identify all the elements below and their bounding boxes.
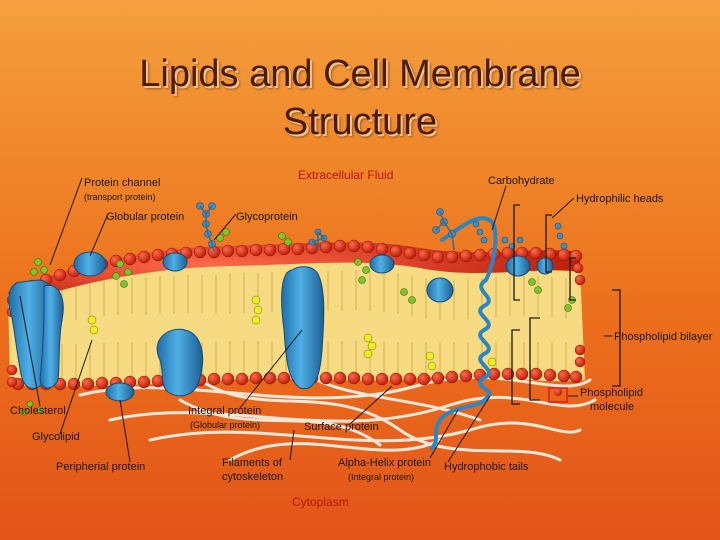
glycoprotein-label: Glycoprotein: [236, 211, 298, 223]
title-line-2: Structure: [282, 101, 438, 143]
phospholipid-molecule-head: [554, 388, 562, 396]
surface-globule-4: [505, 255, 531, 277]
carbohydrate-stems: [199, 205, 455, 253]
carbohydrate-label: Carbohydrate: [488, 175, 555, 187]
alpha-helix-protein: [430, 216, 498, 450]
surface-globule-3: [426, 277, 454, 303]
pointer-lines: [19, 177, 612, 463]
surface-protein-label: Surface protein: [304, 421, 379, 433]
extracellular-label: Extracellular Fluid: [298, 168, 393, 182]
alpha-helix-label: Alpha-Helix protein: [338, 457, 431, 469]
globular-protein: [73, 251, 107, 277]
glycolipid-label: Glycolipid: [32, 431, 80, 443]
bracket-lines: [511, 204, 621, 405]
protein-channel-sublabel: (transport protein): [84, 192, 156, 202]
integral-protein-label: Integral protein: [188, 405, 261, 417]
hydrophilic-heads-label: Hydrophilic heads: [576, 193, 664, 205]
integral-channel-protein: [281, 266, 325, 390]
integral-globular-protein: [156, 328, 204, 397]
hydrophobic-tails-label: Hydrophobic tails: [444, 461, 529, 473]
title-line-1: Lipids and Cell Membrane: [139, 53, 581, 95]
integral-protein-sublabel: (Globular protein): [190, 420, 260, 430]
surface-globule-5: [536, 257, 554, 275]
peripheral-protein: [105, 382, 135, 402]
slide-title: Lipids and Cell Membrane Structure: [0, 50, 720, 146]
phospholipid-molecule-label-2: molecule: [590, 401, 634, 413]
cytoplasm-label: Cytoplasm: [292, 495, 349, 509]
phospholipid-bilayer-label: Phospholipid bilayer: [614, 331, 713, 343]
protein-channel-label: Protein channel: [84, 177, 160, 189]
globular-protein-label: Globular protein: [106, 211, 184, 223]
glycolipid-chains: [20, 228, 576, 416]
filaments-label-1: Filaments of: [222, 457, 283, 469]
peripheral-protein-label: Peripherial protein: [56, 461, 145, 473]
phospholipid-molecule-label-1: Phospholipid: [580, 387, 643, 399]
filaments-label-2: cytoskeleton: [222, 471, 283, 483]
cholesterol-label: Cholesterol: [10, 405, 66, 417]
surface-globule-2: [369, 254, 395, 274]
carbohydrate-chains: [196, 202, 568, 250]
surface-globule-1: [162, 252, 188, 272]
alpha-helix-sublabel: (Integral protein): [348, 472, 414, 482]
